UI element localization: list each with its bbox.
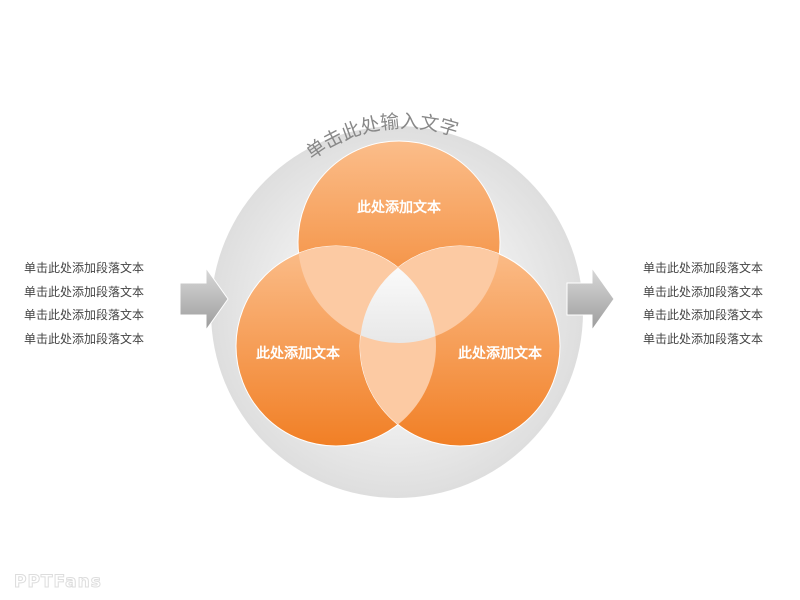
left-arrow-icon [179,266,229,332]
circle-right-label: 此处添加文本 [458,345,543,362]
list-item[interactable]: 单击此处添加段落文本 [643,284,764,299]
right-text-list: 单击此处添加段落文本 单击此处添加段落文本 单击此处添加段落文本 单击此处添加段… [643,257,763,351]
list-item[interactable]: 单击此处添加段落文本 [643,261,764,275]
list-item[interactable]: 单击此处添加段落文本 [643,331,764,346]
list-item[interactable]: 单击此处添加段落文本 [24,261,145,275]
circle-top-label: 此处添加文本 [357,199,442,216]
list-item[interactable]: 单击此处添加段落文本 [24,308,145,322]
left-text-list: 单击此处添加段落文本 单击此处添加段落文本 单击此处添加段落文本 单击此处添加段… [24,257,144,351]
list-item[interactable]: 单击此处添加段落文本 [643,308,764,322]
list-item[interactable]: 单击此处添加段落文本 [24,284,145,299]
right-arrow-icon [566,266,615,332]
circle-left-label: 此处添加文本 [256,345,341,362]
logo-watermark: PPTFans [14,572,102,593]
list-item[interactable]: 单击此处添加段落文本 [24,331,145,346]
overlap-center [360,246,436,343]
